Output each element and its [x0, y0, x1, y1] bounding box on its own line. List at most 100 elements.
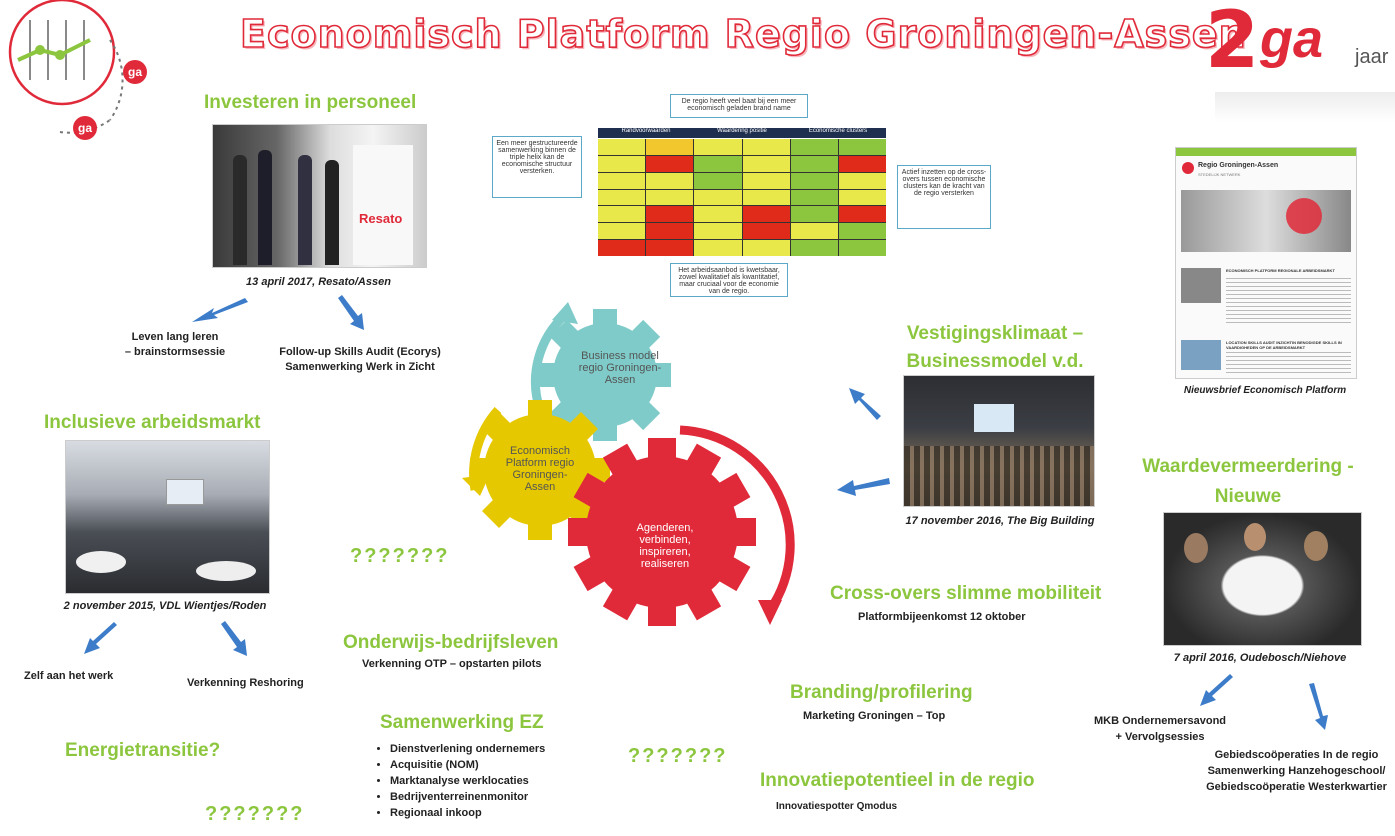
text-verkenning-reshoring: Verkenning Reshoring — [187, 677, 304, 689]
callout-triple-helix: Een meer gestructureerde samenwerking bi… — [492, 136, 582, 198]
matrix-cell — [838, 189, 886, 206]
text-gebiedscooperaties: Gebiedscoöperaties In de regio Samenwerk… — [1206, 749, 1387, 793]
matrix-cell — [646, 240, 694, 256]
heading-vestigingsklimaat: Vestigingsklimaat – Businessmodel v.d. — [906, 323, 1084, 372]
matrix-cell — [838, 172, 886, 189]
text-innovatiespotter: Innovatiespotter Qmodus — [776, 801, 898, 812]
list-item: Acquisitie (NOM) — [390, 757, 545, 773]
heading-energie: Energietransitie? — [65, 740, 221, 761]
matrix-cell — [694, 155, 742, 172]
caption-big-building: 17 november 2016, The Big Building — [905, 515, 1095, 527]
page-title: Economisch Platform Regio Groningen-Asse… — [239, 11, 1247, 57]
list-item: Marktanalyse werklocaties — [390, 773, 545, 789]
question-marks: ??????? — [628, 745, 728, 767]
matrix-cell — [694, 189, 742, 206]
heading-inclusieve: Inclusieve arbeidsmarkt — [44, 412, 261, 433]
gear-label-business: Business model regio Groningen-Assen — [578, 350, 662, 386]
text-otp: Verkenning OTP – opstarten pilots — [362, 658, 542, 670]
samenwerking-list: Dienstverlening ondernemers Acquisitie (… — [372, 741, 545, 821]
photo-oudebosch — [1163, 512, 1362, 646]
list-item: Regionaal inkoop — [390, 805, 545, 821]
matrix-cell — [838, 206, 886, 223]
photo-resato: Resato — [212, 124, 427, 268]
matrix-cell — [742, 172, 790, 189]
caption-oudebosch: 7 april 2016, Oudebosch/Niehove — [1173, 652, 1347, 664]
matrix-cell — [742, 223, 790, 240]
matrix-cell — [598, 139, 646, 155]
callout-cross-overs: Actief inzetten op de cross-overs tussen… — [897, 165, 991, 229]
newsletter-thumbnail: Regio Groningen-Assen STEDELIJK NETWERK … — [1175, 147, 1357, 379]
matrix-cell — [598, 206, 646, 223]
text-zelf-aan-het-werk: Zelf aan het werk — [24, 670, 114, 682]
matrix-cell — [646, 223, 694, 240]
matrix-cell — [694, 206, 742, 223]
matrix-cell — [646, 206, 694, 223]
matrix-cell — [694, 139, 742, 155]
arrow-down-right-icon — [338, 295, 364, 330]
logo-reflection — [1215, 92, 1395, 122]
matrix-cell — [838, 240, 886, 256]
matrix-cell — [790, 155, 838, 172]
matrix-cell — [838, 223, 886, 240]
matrix-cell — [790, 172, 838, 189]
matrix-cell — [790, 240, 838, 256]
matrix-cell — [694, 223, 742, 240]
matrix-cell — [838, 155, 886, 172]
matrix-cell — [598, 189, 646, 206]
caption-vdl: 2 november 2015, VDL Wientjes/Roden — [63, 600, 267, 612]
matrix-cell — [646, 172, 694, 189]
matrix-cell — [742, 206, 790, 223]
heading-crossovers: Cross-overs slimme mobiliteit — [830, 583, 1102, 604]
matrix-cell — [598, 240, 646, 256]
photo-big-building — [903, 375, 1095, 507]
caption-newsletter: Nieuwsbrief Economisch Platform — [1183, 385, 1347, 396]
question-marks: ??????? — [350, 545, 450, 567]
svg-text:ga: ga — [78, 121, 92, 135]
callout-arbeidsaanbod: Het arbeidsaanbod is kwetsbaar, zowel kw… — [670, 263, 788, 297]
matrix-cell — [742, 139, 790, 155]
matrix-grid — [598, 139, 886, 256]
arrow-up-left-icon — [849, 388, 881, 420]
text-follow-up: Follow-up Skills Audit (Ecorys) Samenwer… — [279, 346, 441, 373]
arrow-left-icon — [837, 478, 890, 496]
matrix-cell — [790, 223, 838, 240]
callout-brand-name: De regio heeft veel baat bij een meer ec… — [670, 94, 808, 118]
matrix-cell — [694, 240, 742, 256]
matrix-cell — [598, 172, 646, 189]
matrix-cell — [790, 189, 838, 206]
svg-text:ga: ga — [128, 65, 142, 79]
heading-investeren: Investeren in personeel — [204, 92, 417, 113]
matrix-cell — [598, 155, 646, 172]
brand-logo: 2 ga jaar — [1205, 0, 1395, 124]
gears-diagram — [462, 302, 795, 626]
matrix-cell — [694, 172, 742, 189]
gear-label-agenderen: Agenderen, verbinden, inspireren, realis… — [636, 522, 694, 570]
matrix-cell — [742, 240, 790, 256]
list-item: Dienstverlening ondernemers — [390, 741, 545, 757]
heading-onderwijs: Onderwijs-bedrijfsleven — [343, 632, 559, 653]
arrow-down-left-icon — [192, 298, 248, 322]
platform-logo: ga ga — [8, 0, 147, 140]
heading-branding: Branding/profilering — [790, 682, 973, 703]
matrix-cell — [790, 206, 838, 223]
matrix-header: Randvoorwaarden Waardering positie Econo… — [598, 128, 886, 138]
heading-samenwerking: Samenwerking EZ — [380, 712, 544, 733]
arrow-down-right-icon — [221, 621, 247, 656]
matrix-cell — [790, 139, 838, 155]
caption-resato: 13 april 2017, Resato/Assen — [246, 276, 391, 288]
arrow-down-left-icon — [84, 622, 117, 654]
text-leven-lang-leren: Leven lang leren – brainstormsessie — [124, 331, 226, 358]
question-marks: ??????? — [205, 803, 305, 825]
photo-vdl — [65, 440, 270, 594]
matrix-cell — [742, 189, 790, 206]
matrix-cell — [838, 139, 886, 155]
matrix-cell — [646, 139, 694, 155]
heading-innovatie: Innovatiepotentieel in de regio — [760, 770, 1035, 791]
matrix-cell — [598, 223, 646, 240]
arrow-down-left-icon — [1200, 674, 1233, 706]
text-platformbijeenkomst: Platformbijeenkomst 12 oktober — [858, 611, 1026, 623]
gear-label-platform: Economisch Platform regio Groningen-Asse… — [505, 445, 575, 493]
matrix-cell — [742, 155, 790, 172]
matrix-cell — [646, 189, 694, 206]
text-marketing: Marketing Groningen – Top — [803, 710, 946, 722]
